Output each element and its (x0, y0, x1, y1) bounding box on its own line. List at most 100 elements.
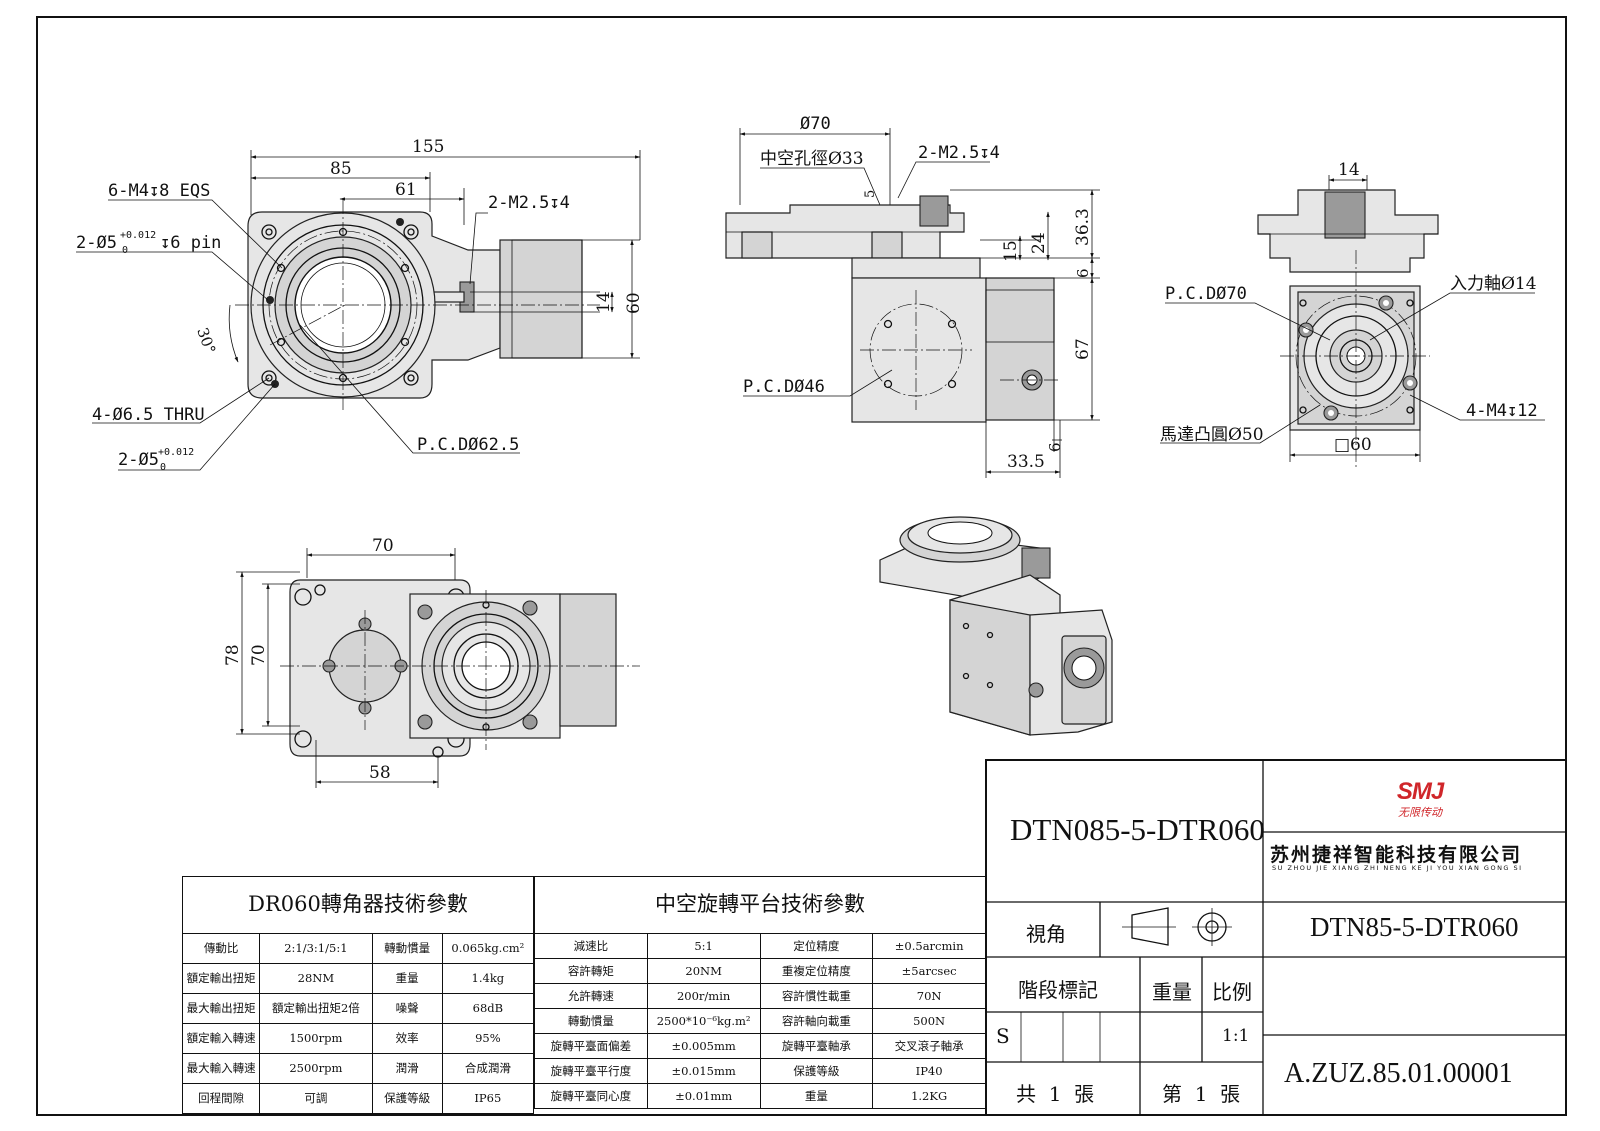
dim-square-60: □60 (1334, 435, 1372, 455)
table-cell: 合成潤滑 (441, 1053, 535, 1084)
table-cell: ±0.005mm (646, 1033, 761, 1059)
table-cell: 2500rpm (259, 1053, 373, 1084)
table-cell: 2:1/3:1/5:1 (259, 933, 373, 964)
dim-70-vert: 70 (249, 644, 269, 666)
table-cell: 重量 (759, 1083, 874, 1109)
dim-14: 14 (594, 291, 614, 313)
company-name-cn: 苏州捷祥智能科技有限公司 (1270, 844, 1523, 866)
table-cell: 容許慣性載重 (759, 983, 874, 1009)
table-cell: 定位精度 (759, 933, 874, 959)
table-cell: 回程間隙 (181, 1083, 261, 1114)
table-cell: 95% (441, 1023, 535, 1054)
table-cell: 額定輸出扭矩2倍 (259, 993, 373, 1024)
note-pcd-70: P.C.DØ70 (1165, 284, 1247, 304)
logo-slogan: 无限传动 (1398, 806, 1442, 819)
dim-36-3: 36.3 (1073, 208, 1093, 246)
table-cell: ±5arcsec (872, 958, 986, 984)
table-cell: 允許轉速 (534, 983, 648, 1009)
note-input-shaft-14: 入力軸Ø14 (1450, 274, 1537, 294)
table-cell: 交叉滾子軸承 (872, 1033, 986, 1059)
table-cell: 1.2KG (872, 1083, 986, 1109)
note-pin-tol-upper: +0.012 (120, 230, 156, 241)
table-cell: 容許轉矩 (534, 958, 648, 984)
table-cell: 保護等級 (371, 1083, 443, 1114)
table-cell: 可調 (259, 1083, 373, 1114)
table-cell: 減速比 (534, 933, 648, 959)
table-cell: 500N (872, 1008, 986, 1034)
table-cell: 額定輸入轉速 (181, 1023, 261, 1054)
table-cell: 1.4kg (441, 963, 535, 994)
table-cell: ±0.01mm (646, 1083, 761, 1109)
dim-67: 67 (1073, 338, 1093, 360)
dim-15: 15 (1001, 240, 1021, 262)
isometric-view (879, 516, 1113, 736)
total-sheets: 共 1 張 (1016, 1082, 1095, 1106)
table-cell: 保護等級 (759, 1058, 874, 1084)
table-cell: 70N (872, 983, 986, 1009)
dim-33-5: 33.5 (1007, 452, 1045, 472)
note-thru: 4-Ø6.5 THRU (92, 405, 205, 425)
sheet-border (36, 16, 1567, 1116)
table-cell: 容許軸向載重 (759, 1008, 874, 1034)
table-cell: 最大輸出扭矩 (181, 993, 261, 1024)
note-pcd-62-5: P.C.DØ62.5 (417, 435, 519, 455)
logo-mark: SMJ (1396, 778, 1444, 805)
table-cell: 5:1 (646, 933, 761, 959)
table-cell: 2500*10⁻⁶kg.m² (646, 1008, 761, 1034)
note-pin-dia: 2-Ø5 (76, 233, 117, 253)
table-cell: 旋轉平臺面偏差 (534, 1033, 648, 1059)
view-label: 視角 (1026, 922, 1066, 946)
table-cell: 旋轉平臺平行度 (534, 1058, 648, 1084)
table-cell: 1500rpm (259, 1023, 373, 1054)
note-pcd-46: P.C.DØ46 (743, 377, 825, 397)
note-m4-eqs: 6-M4↧8 EQS (108, 181, 210, 201)
table-cell: 28NM (259, 963, 373, 994)
stage-mark-label: 階段標記 (1018, 978, 1098, 1002)
note-pin2-tol-lower: 0 (160, 462, 166, 473)
stage-value: S (996, 1024, 1010, 1048)
table-cell: 0.065kg.cm² (441, 933, 535, 964)
table-cell: IP40 (872, 1058, 986, 1084)
dim-24: 24 (1029, 232, 1049, 254)
dim-58: 58 (369, 763, 391, 783)
side-view: Ø70 中空孔徑Ø33 2-M2.5↧4 5 P.C.DØ46 (725, 114, 1100, 478)
table-cell: 最大輸入轉速 (181, 1053, 261, 1084)
note-hollow-33: 中空孔徑Ø33 (760, 149, 864, 169)
table-cell: 轉動慣量 (534, 1008, 648, 1034)
sheet-number: 第 1 張 (1162, 1082, 1241, 1106)
dim-dia-70: Ø70 (800, 114, 831, 134)
table-cell: ±0.015mm (646, 1058, 761, 1084)
front-view: 155 85 61 (76, 137, 644, 473)
scale-value: 1:1 (1222, 1026, 1250, 1046)
dim-6-top: 6 (1074, 268, 1092, 278)
table-cell: 噪聲 (371, 993, 443, 1024)
table-cell: 潤滑 (371, 1053, 443, 1084)
note-pin2-tol-upper: +0.012 (158, 447, 194, 458)
dim-78: 78 (223, 644, 243, 666)
dim-6-bottom: 6 (1046, 442, 1064, 452)
note-m4-12: 4-M4↧12 (1466, 401, 1538, 421)
weight-label: 重量 (1152, 980, 1192, 1004)
table-cell: 重複定位精度 (759, 958, 874, 984)
table-cell: 200r/min (646, 983, 761, 1009)
dim-70-bottom: 70 (372, 536, 394, 556)
dim-85: 85 (330, 159, 352, 179)
dr060-table-title: DR060轉角器技術參數 (182, 876, 534, 934)
part-name: DTN85-5-DTR060 (1310, 912, 1519, 942)
table-cell: ±0.5arcmin (872, 933, 986, 959)
table-cell: 旋轉平臺軸承 (759, 1033, 874, 1059)
note-m25: 2-M2.5↧4 (488, 193, 570, 213)
dim-14-end: 14 (1338, 160, 1360, 180)
end-view: 14 P.C.DØ70 入力軸Ø14 4-M4↧12 馬達凸圓Ø50 (1160, 160, 1545, 470)
table-cell: 傳動比 (181, 933, 261, 964)
note-pin-depth: ↧6 pin (160, 233, 221, 253)
table-cell: 旋轉平臺同心度 (534, 1083, 648, 1109)
table-cell: 額定輸出扭矩 (181, 963, 261, 994)
company-name-pinyin: SU ZHOU JIE XIANG ZHI NENG KE JI YOU XIA… (1272, 864, 1523, 872)
bottom-view: 70 (223, 536, 640, 788)
note-motor-boss-50: 馬達凸圓Ø50 (1160, 425, 1264, 445)
table-cell: 68dB (441, 993, 535, 1024)
